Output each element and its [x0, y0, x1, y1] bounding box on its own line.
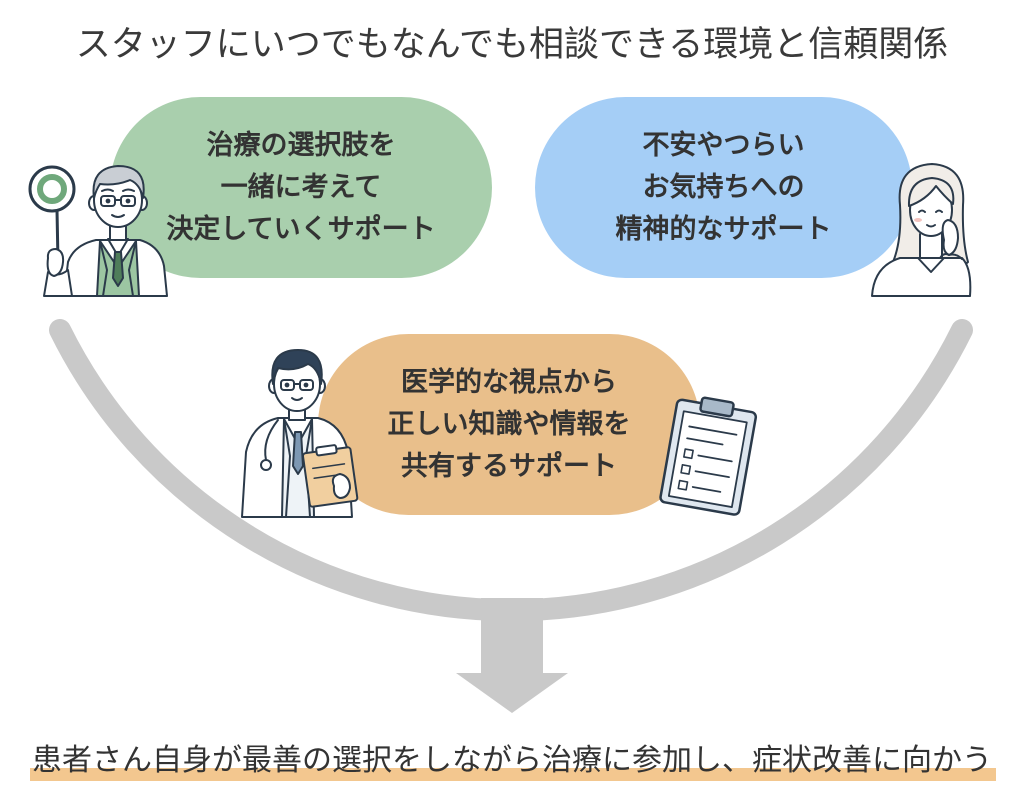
support-bubble-treatment-choice: 治療の選択肢を 一緒に考えて 決定していくサポート — [110, 97, 492, 278]
support-line: 正しい知識や情報を — [387, 408, 631, 440]
support-bubble-emotional: 不安やつらい お気持ちへの 精神的なサポート — [535, 97, 912, 278]
support-line: お気持ちへの — [642, 171, 805, 203]
support-line: 医学的な視点から — [401, 366, 617, 398]
support-line: 治療の選択肢を — [206, 129, 396, 161]
page-title: スタッフにいつでもなんでも相談できる環境と信頼関係 — [75, 25, 949, 65]
support-line: 精神的なサポート — [615, 213, 832, 245]
support-line: 一緒に考えて — [220, 171, 382, 203]
support-line: 決定していくサポート — [166, 213, 436, 245]
conclusion-highlight — [30, 768, 996, 781]
support-line: 不安やつらい — [642, 129, 805, 161]
support-line: 共有するサポート — [401, 450, 617, 482]
down-arrow-icon — [456, 598, 568, 713]
support-bubble-medical-info: 医学的な視点から 正しい知識や情報を 共有するサポート — [318, 334, 700, 515]
conclusion-text: 患者さん自身が最善の選択をしながら治療に参加し、症状改善に向かう — [32, 743, 992, 778]
